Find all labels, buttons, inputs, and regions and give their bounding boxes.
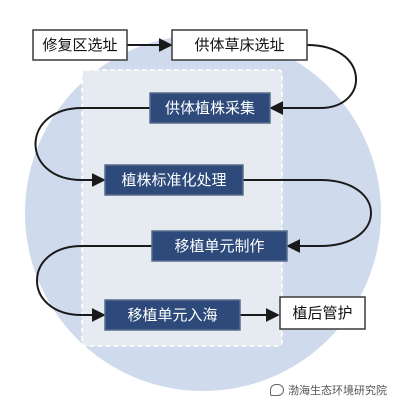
step-transplant-into-sea: 移植单元入海 [104, 299, 241, 331]
step-plant-collection: 供体植株采集 [149, 92, 271, 124]
step-post-planting-care: 植后管护 [279, 296, 366, 330]
inner-process-panel [81, 69, 283, 347]
step-label: 移植单元入海 [127, 306, 217, 324]
step-plant-standardization: 植株标准化处理 [104, 164, 244, 196]
arrow-donor-to-collection [269, 44, 357, 115]
step-transplant-unit-making: 移植单元制作 [151, 230, 288, 262]
watermark: 渤海生态环境研究院 [270, 382, 387, 398]
step-site-selection: 修复区选址 [32, 29, 128, 61]
arrow-standardization-to-unit [243, 179, 372, 253]
step-donor-meadow-selection: 供体草床选址 [171, 29, 308, 61]
arrow-collection-to-standardization [34, 107, 150, 187]
step-label: 植后管护 [292, 304, 352, 322]
step-label: 供体草床选址 [194, 36, 284, 54]
arrow-unit-to-sea [36, 245, 152, 322]
wechat-icon [270, 384, 284, 396]
step-label: 供体植株采集 [165, 99, 255, 117]
step-label: 移植单元制作 [174, 237, 264, 255]
step-label: 植株标准化处理 [121, 171, 226, 189]
connectors [34, 38, 372, 322]
step-label: 修复区选址 [42, 36, 117, 54]
watermark-text: 渤海生态环境研究院 [288, 384, 387, 397]
